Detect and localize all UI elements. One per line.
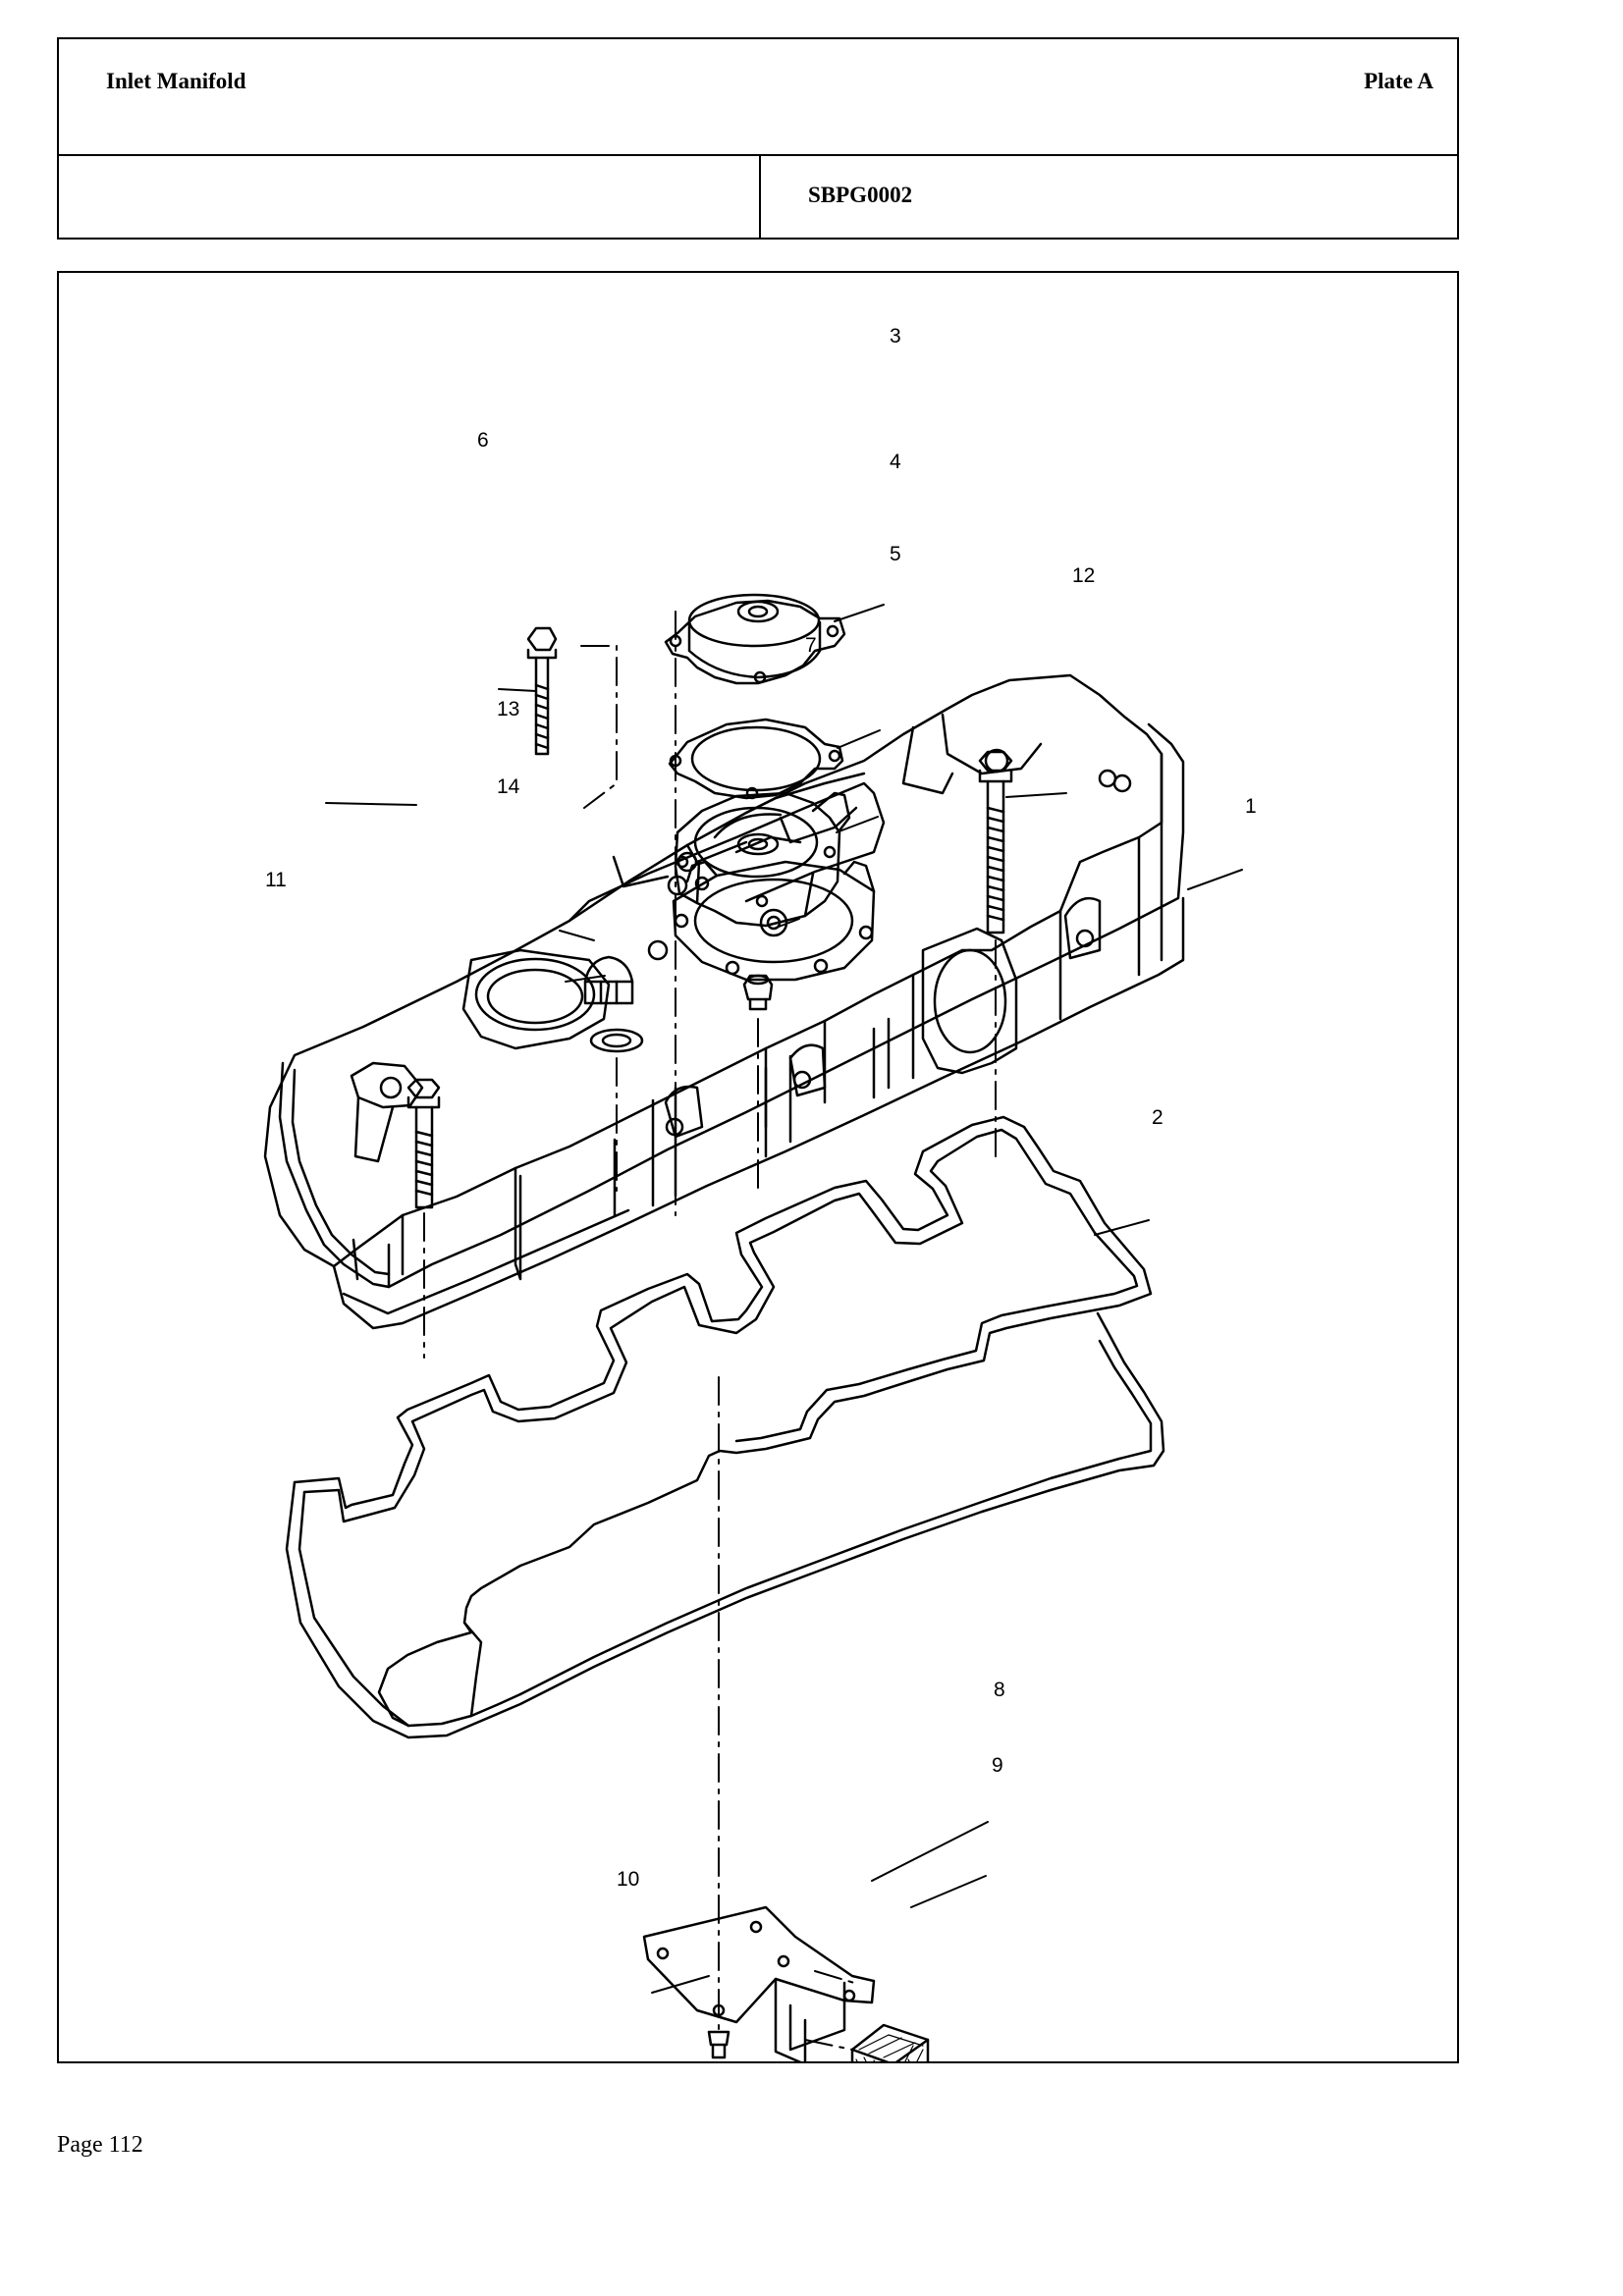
callout-4: 4	[890, 451, 901, 473]
plate-label: Plate A	[1364, 69, 1434, 93]
housing-part-5	[674, 791, 851, 928]
callout-3: 3	[890, 325, 901, 347]
callout-14: 14	[497, 775, 520, 798]
reference-code: SBPG0002	[808, 183, 913, 207]
bracket-part-8	[642, 1905, 876, 2061]
callout-6: 6	[477, 429, 489, 452]
gasket-part-2	[285, 1115, 1165, 1739]
exploded-parts-diagram: 1 2 3 4 5 6 7 8 9 10 11 12 13 14	[57, 271, 1459, 2063]
alignment-lines	[423, 611, 997, 2051]
header-table: Inlet Manifold Plate A SBPG0002	[57, 37, 1459, 240]
plug-part-7	[742, 974, 774, 1011]
callout-10: 10	[617, 1868, 639, 1891]
diaphragm-part-4	[668, 718, 844, 800]
header-vertical-divider	[759, 154, 761, 238]
filter-part-9	[850, 2023, 930, 2061]
callout-5: 5	[890, 543, 901, 565]
leader-lines	[325, 604, 1243, 1994]
callout-1: 1	[1245, 795, 1257, 818]
callout-11: 11	[265, 869, 287, 891]
callout-7: 7	[805, 634, 817, 657]
header-divider	[59, 154, 1457, 156]
stud-part-12	[978, 750, 1013, 934]
valve-cover-part-1	[263, 673, 1185, 1330]
washer-part-14	[589, 1028, 644, 1053]
diagram-drawing: 1 2 3 4 5 6 7 8 9 10 11 12 13 14	[263, 325, 1257, 2061]
callout-8: 8	[994, 1679, 1005, 1701]
callout-12: 12	[1072, 564, 1095, 587]
bolt-part-6	[526, 626, 558, 756]
stud-part-11	[406, 1078, 441, 1209]
screw-part-10	[707, 2030, 730, 2059]
callout-9: 9	[992, 1754, 1003, 1777]
cap-part-3	[664, 593, 846, 685]
page-number: Page 112	[57, 2132, 143, 2158]
acorn-nut-part-13	[583, 955, 634, 1005]
document-title: Inlet Manifold	[106, 69, 246, 93]
callout-2: 2	[1152, 1106, 1163, 1129]
callout-13: 13	[497, 698, 519, 721]
